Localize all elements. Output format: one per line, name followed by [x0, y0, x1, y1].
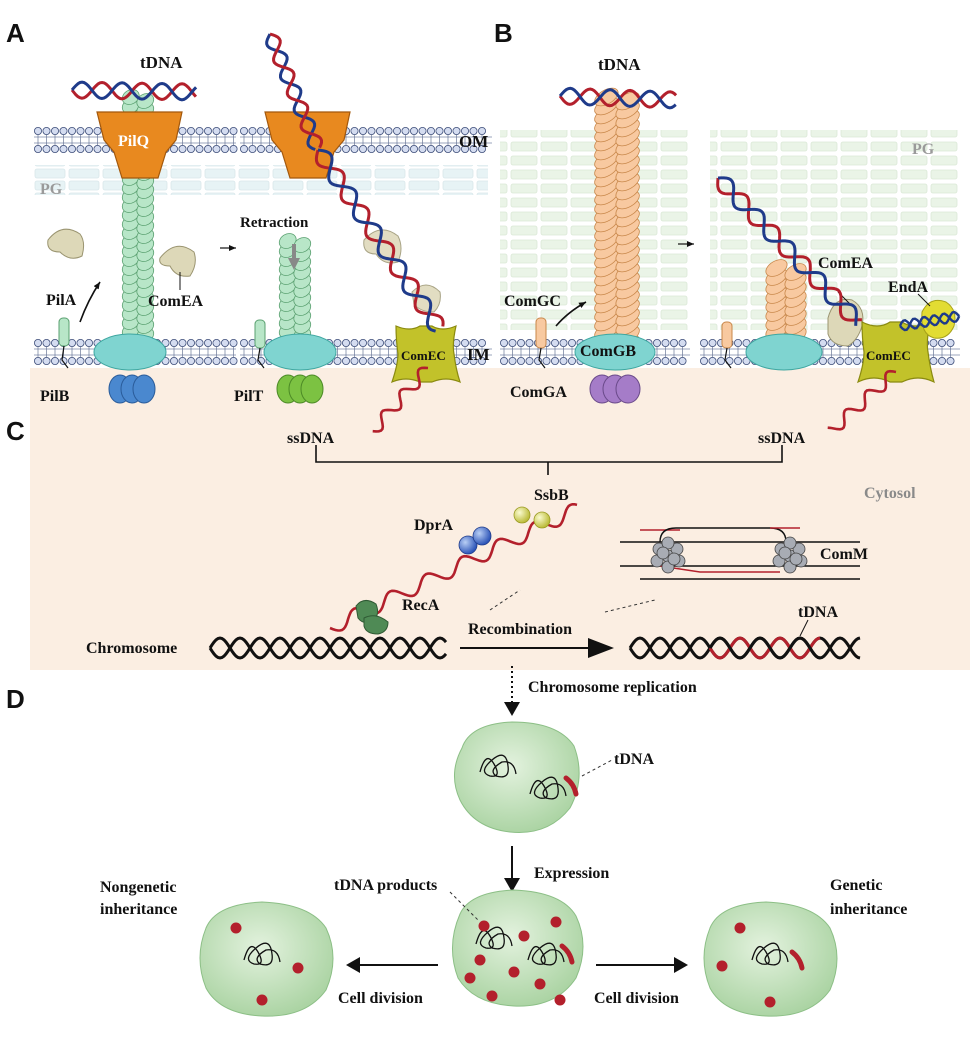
comm-helicase [772, 536, 808, 574]
pilb-platform [93, 333, 167, 371]
label-nongenetic-1: Nongenetic [100, 879, 176, 896]
comm-helicase [650, 536, 686, 574]
label-cytosol: Cytosol [864, 485, 916, 502]
label-om: OM [459, 132, 488, 151]
label-tdna-d: tDNA [614, 751, 654, 768]
comec-channel [856, 320, 935, 384]
bacterial-cell [451, 889, 584, 1007]
label-comea-b: ComEA [818, 255, 874, 272]
label-comgc: ComGC [504, 293, 561, 310]
label-genetic-2: inheritance [830, 901, 907, 918]
label-ssdna-left: ssDNA [287, 430, 335, 447]
label-expression: Expression [534, 865, 609, 882]
label-pilb: PilB [40, 388, 70, 405]
panel-d-inheritance [199, 666, 838, 1017]
panel-b-competence-pilus [535, 87, 656, 404]
label-chrom-replication: Chromosome replication [528, 679, 697, 696]
cytosol-region [30, 368, 970, 670]
label-nongenetic-2: inheritance [100, 901, 177, 918]
comga-atpase [589, 374, 641, 404]
label-dpra: DprA [414, 517, 454, 534]
label-ssbb: SsbB [534, 487, 569, 504]
label-chromosome: Chromosome [86, 640, 177, 657]
panel-b-uptake [721, 259, 956, 384]
label-tdna-c: tDNA [798, 604, 838, 621]
pilq-secretin [96, 111, 183, 179]
label-comec-a: ComEC [401, 348, 446, 363]
label-genetic-1: Genetic [830, 877, 882, 894]
label-comec-b: ComEC [866, 348, 911, 363]
label-comea-a: ComEA [148, 293, 204, 310]
pila-pilin [58, 317, 70, 347]
label-cell-division-left: Cell division [338, 990, 423, 1007]
ssbb-protein [513, 506, 551, 529]
dpra-protein [458, 526, 492, 555]
pilb-atpase [108, 374, 156, 404]
tdna-product-dots [230, 916, 776, 1008]
label-tdna-a: tDNA [140, 53, 183, 72]
label-tdna-b: tDNA [598, 55, 641, 74]
pilt-atpase [276, 374, 324, 404]
panel-label-a: A [6, 18, 25, 48]
comec-channel [391, 324, 461, 384]
panel-a-retraction [254, 111, 461, 404]
label-ssdna-right: ssDNA [758, 430, 806, 447]
comea-protein [827, 298, 864, 347]
panel-label-b: B [494, 18, 513, 48]
label-tdna-products: tDNA products [334, 877, 437, 894]
label-pilt: PilT [234, 388, 264, 405]
comgb-platform [574, 333, 656, 371]
panel-a-extension [47, 89, 196, 404]
label-recombination: Recombination [468, 621, 572, 638]
panel-label-d: D [6, 684, 25, 714]
label-enda: EndA [888, 279, 928, 296]
label-comgb: ComGB [580, 343, 636, 360]
comea-protein [159, 245, 196, 277]
dna-strands [70, 32, 961, 660]
label-reca: RecA [402, 597, 440, 614]
ssdna-bracket [315, 445, 783, 475]
label-comga: ComGA [510, 384, 567, 401]
comgc-pilin [535, 317, 547, 349]
label-im: IM [467, 345, 490, 364]
panel-c-recombination [315, 445, 860, 658]
chromosome-loops [243, 754, 805, 971]
label-pg-a: PG [40, 181, 63, 198]
label-retraction: Retraction [240, 215, 309, 231]
reca-protein [355, 600, 389, 635]
panel-label-c: C [6, 416, 25, 446]
label-comm: ComM [820, 546, 868, 563]
comea-protein [47, 228, 85, 259]
pilt-platform [263, 333, 337, 371]
label-pg-b: PG [912, 141, 935, 158]
label-pila: PilA [46, 292, 77, 309]
label-cell-division-right: Cell division [594, 990, 679, 1007]
label-pilq: PilQ [118, 133, 149, 150]
bacterial-cell [454, 721, 580, 833]
